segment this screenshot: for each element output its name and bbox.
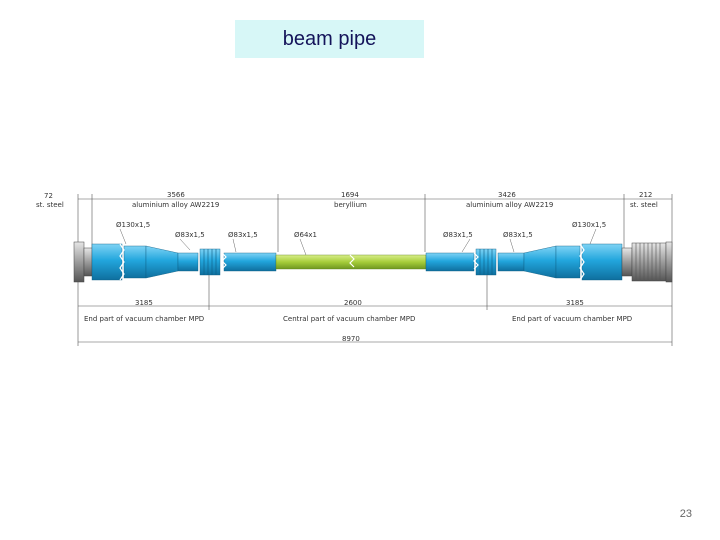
right-part-length: 3185 [566,299,584,307]
slide-title: beam pipe [282,27,377,50]
leader-lines [119,228,597,256]
right-steel-thread [631,242,667,282]
al-left-dim: 3566 [167,191,185,199]
break-marks [119,243,585,281]
right-part-label: End part of vacuum chamber MPD [512,315,632,323]
al-left-large-section [91,243,123,281]
left-steel-flange [73,241,85,283]
beam-pipe-drawing: 72 st. steel 3566 aluminium alloy AW2219… [0,160,720,360]
total-length: 8970 [342,335,360,343]
left-steel-collar [83,247,93,277]
al-left-cone [145,245,179,279]
al-right-material: aluminium alloy AW2219 [466,201,553,209]
al-left-tube [177,252,199,272]
left-part-label: End part of vacuum chamber MPD [84,315,204,323]
right-steel-dim: 212 [639,191,652,199]
right-bellows [475,248,497,276]
beam-pipe-svg: 72 st. steel 3566 aluminium alloy AW2219… [36,191,673,346]
bottom-dimensions [77,275,672,346]
al-left-section [123,245,147,279]
pipe-body [73,241,673,283]
diameter-label: Ø83x1,5 [228,231,258,239]
diameter-label: Ø83x1,5 [443,231,473,239]
right-steel-material: st. steel [630,201,658,209]
diameter-label: Ø130x1,5 [572,221,606,229]
central-part-label: Central part of vacuum chamber MPD [283,315,415,323]
left-part-length: 3185 [135,299,153,307]
slide-number: 23 [679,508,692,520]
al-right-section [555,245,581,279]
be-dim: 1694 [341,191,359,199]
al-right-dim: 3426 [498,191,516,199]
right-steel-flange [665,241,673,283]
diameter-label: Ø83x1,5 [175,231,205,239]
al-left-tube-2 [223,252,277,272]
title-box: beam pipe [235,20,424,58]
al-left-material: aluminium alloy AW2219 [132,201,219,209]
al-right-cone [523,245,557,279]
diameter-label: Ø83x1,5 [503,231,533,239]
diameter-label: Ø64x1 [294,231,317,239]
al-right-tube-2 [497,252,525,272]
al-right-tube [425,252,475,272]
diameter-label: Ø130x1,5 [116,221,150,229]
right-steel-collar [621,247,633,277]
al-right-large-section [581,243,623,281]
be-material: beryllium [334,201,367,209]
left-steel-dim: 72 [44,192,53,200]
left-bellows [199,248,221,276]
left-steel-material: st. steel [36,201,64,209]
central-part-length: 2600 [344,299,362,307]
